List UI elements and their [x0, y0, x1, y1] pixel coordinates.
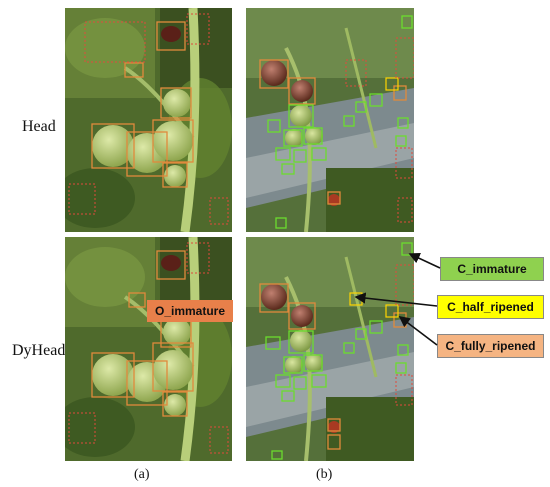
legend-c-immature: C_immature [440, 257, 544, 281]
photo-panel-b-dyhead [246, 237, 414, 461]
photo-panel-b-head [246, 8, 414, 232]
legend-c-fully-ripened: C_fully_ripened [437, 334, 544, 358]
callout-o-immature: O_immature [147, 300, 233, 322]
legend-c-half-ripened: C_half_ripened [437, 295, 544, 319]
photo-panel-a-head [65, 8, 232, 232]
photo-panel-a-dyhead [65, 237, 232, 461]
row-label-dyhead: DyHead [12, 342, 66, 359]
caption-b: (b) [316, 467, 333, 482]
row-label-head: Head [22, 118, 56, 135]
caption-a: (a) [134, 467, 150, 482]
